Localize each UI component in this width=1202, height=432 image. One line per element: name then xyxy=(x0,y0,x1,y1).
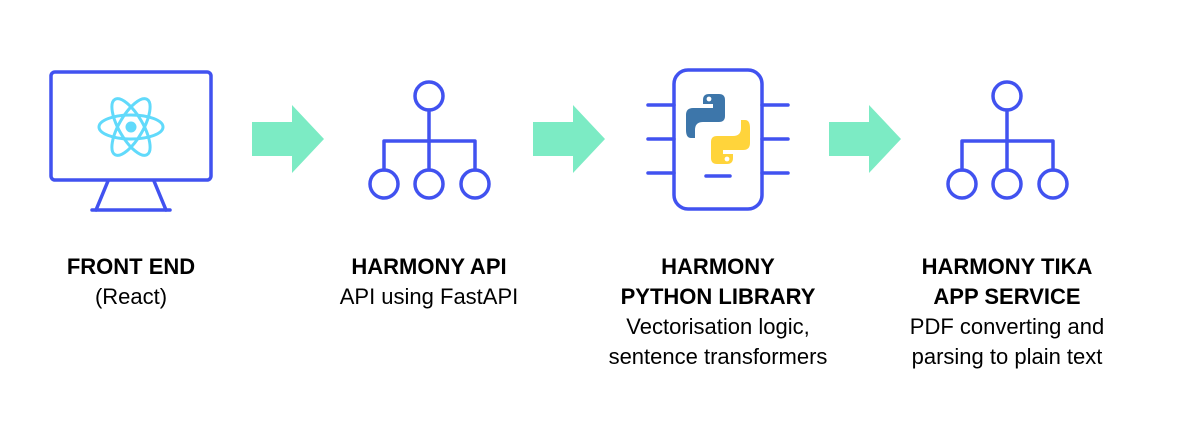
component-description: Vectorisation logic, xyxy=(626,314,810,339)
monitor-stand-right xyxy=(152,179,168,212)
component-title: FRONT END xyxy=(66,254,196,279)
component-title: HARMONY API xyxy=(351,254,507,279)
component-label-tika-app-service: HARMONY TIKA APP SERVICE PDF converting … xyxy=(877,252,1137,372)
chip-python-icon xyxy=(646,68,790,211)
hierarchy-icon xyxy=(368,80,491,200)
python-logo-icon xyxy=(686,94,750,164)
component-description: parsing to plain text xyxy=(911,344,1103,369)
arrow-right-icon xyxy=(252,105,324,173)
component-description: (React) xyxy=(94,284,168,309)
monitor-react-icon xyxy=(49,70,213,212)
arrow-right-icon xyxy=(829,105,901,173)
component-label-front-end: FRONT END (React) xyxy=(31,252,231,312)
arrow-right-icon xyxy=(533,105,605,173)
component-description: sentence transformers xyxy=(608,344,828,369)
component-description: API using FastAPI xyxy=(339,284,519,309)
react-logo-icon xyxy=(97,97,165,157)
hierarchy-icon xyxy=(946,80,1069,200)
component-title: HARMONY xyxy=(661,254,775,279)
component-label-python-library: HARMONY PYTHON LIBRARY Vectorisation log… xyxy=(578,252,858,372)
component-title: HARMONY TIKA xyxy=(921,254,1093,279)
component-description: PDF converting and xyxy=(909,314,1105,339)
component-title: APP SERVICE xyxy=(933,284,1081,309)
component-title: PYTHON LIBRARY xyxy=(620,284,816,309)
component-label-harmony-api: HARMONY API API using FastAPI xyxy=(309,252,549,312)
monitor-stand-left xyxy=(94,179,110,212)
monitor-screen xyxy=(49,70,213,182)
